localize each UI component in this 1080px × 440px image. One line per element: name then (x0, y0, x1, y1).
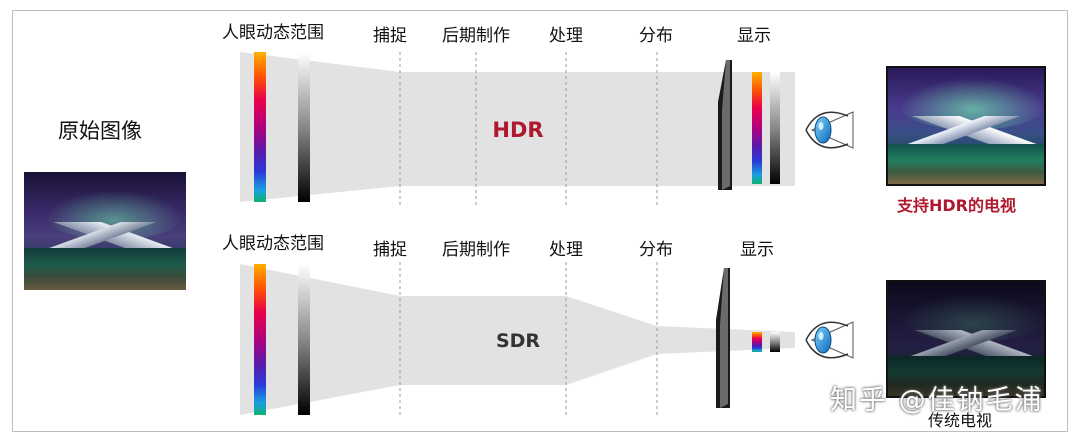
hdr-center-label: HDR (492, 118, 543, 142)
hdr-stage-label: 后期制作 (442, 26, 510, 46)
hdr-stage-label: 处理 (549, 26, 583, 46)
sdr-tv-image (886, 280, 1046, 398)
hdr-tv-image (886, 66, 1046, 186)
sdr-display-gray-bar (770, 332, 780, 352)
diagram-frame (12, 10, 1068, 432)
source-image (24, 172, 186, 290)
hdr-display-gray-bar (770, 72, 780, 184)
hdr-color-range-bar (254, 52, 266, 202)
hdr-eye-range-label: 人眼动态范围 (222, 23, 324, 43)
sdr-stage-label: 捕捉 (373, 240, 407, 260)
sdr-gray-range-bar (298, 264, 310, 415)
sdr-band (240, 264, 795, 415)
sdr-center-label: SDR (496, 330, 540, 352)
sdr-stage-label: 后期制作 (442, 240, 510, 260)
hdr-stage-label: 捕捉 (373, 26, 407, 46)
eye-icon (805, 111, 854, 149)
sdr-tv-caption: 传统电视 (928, 411, 993, 430)
watermark: 知乎 @佳钠毛浦 (830, 385, 1044, 416)
hdr-stage-label: 分布 (639, 26, 673, 46)
hdr-stage-label: 显示 (737, 26, 771, 46)
eye-icon (805, 321, 854, 359)
hdr-gray-range-bar (298, 52, 310, 202)
sdr-display-color-bar (752, 332, 762, 352)
hdr-tv-caption: 支持HDR的电视 (897, 196, 1016, 215)
hdr-band (240, 52, 795, 202)
hdr-display-color-bar (752, 72, 762, 184)
hdr-pipeline: 人眼动态范围 捕捉 后期制作 处理 分布 显示 HDR (222, 23, 854, 205)
sdr-color-range-bar (254, 264, 266, 415)
source-image-label: 原始图像 (58, 119, 142, 143)
sdr-stage-label: 显示 (740, 240, 774, 260)
sdr-stage-label: 处理 (549, 240, 583, 260)
sdr-pipeline: 人眼动态范围 捕捉 后期制作 处理 分布 显示 SDR (222, 234, 854, 418)
sdr-eye-range-label: 人眼动态范围 (222, 234, 324, 254)
sdr-stage-label: 分布 (639, 240, 673, 260)
